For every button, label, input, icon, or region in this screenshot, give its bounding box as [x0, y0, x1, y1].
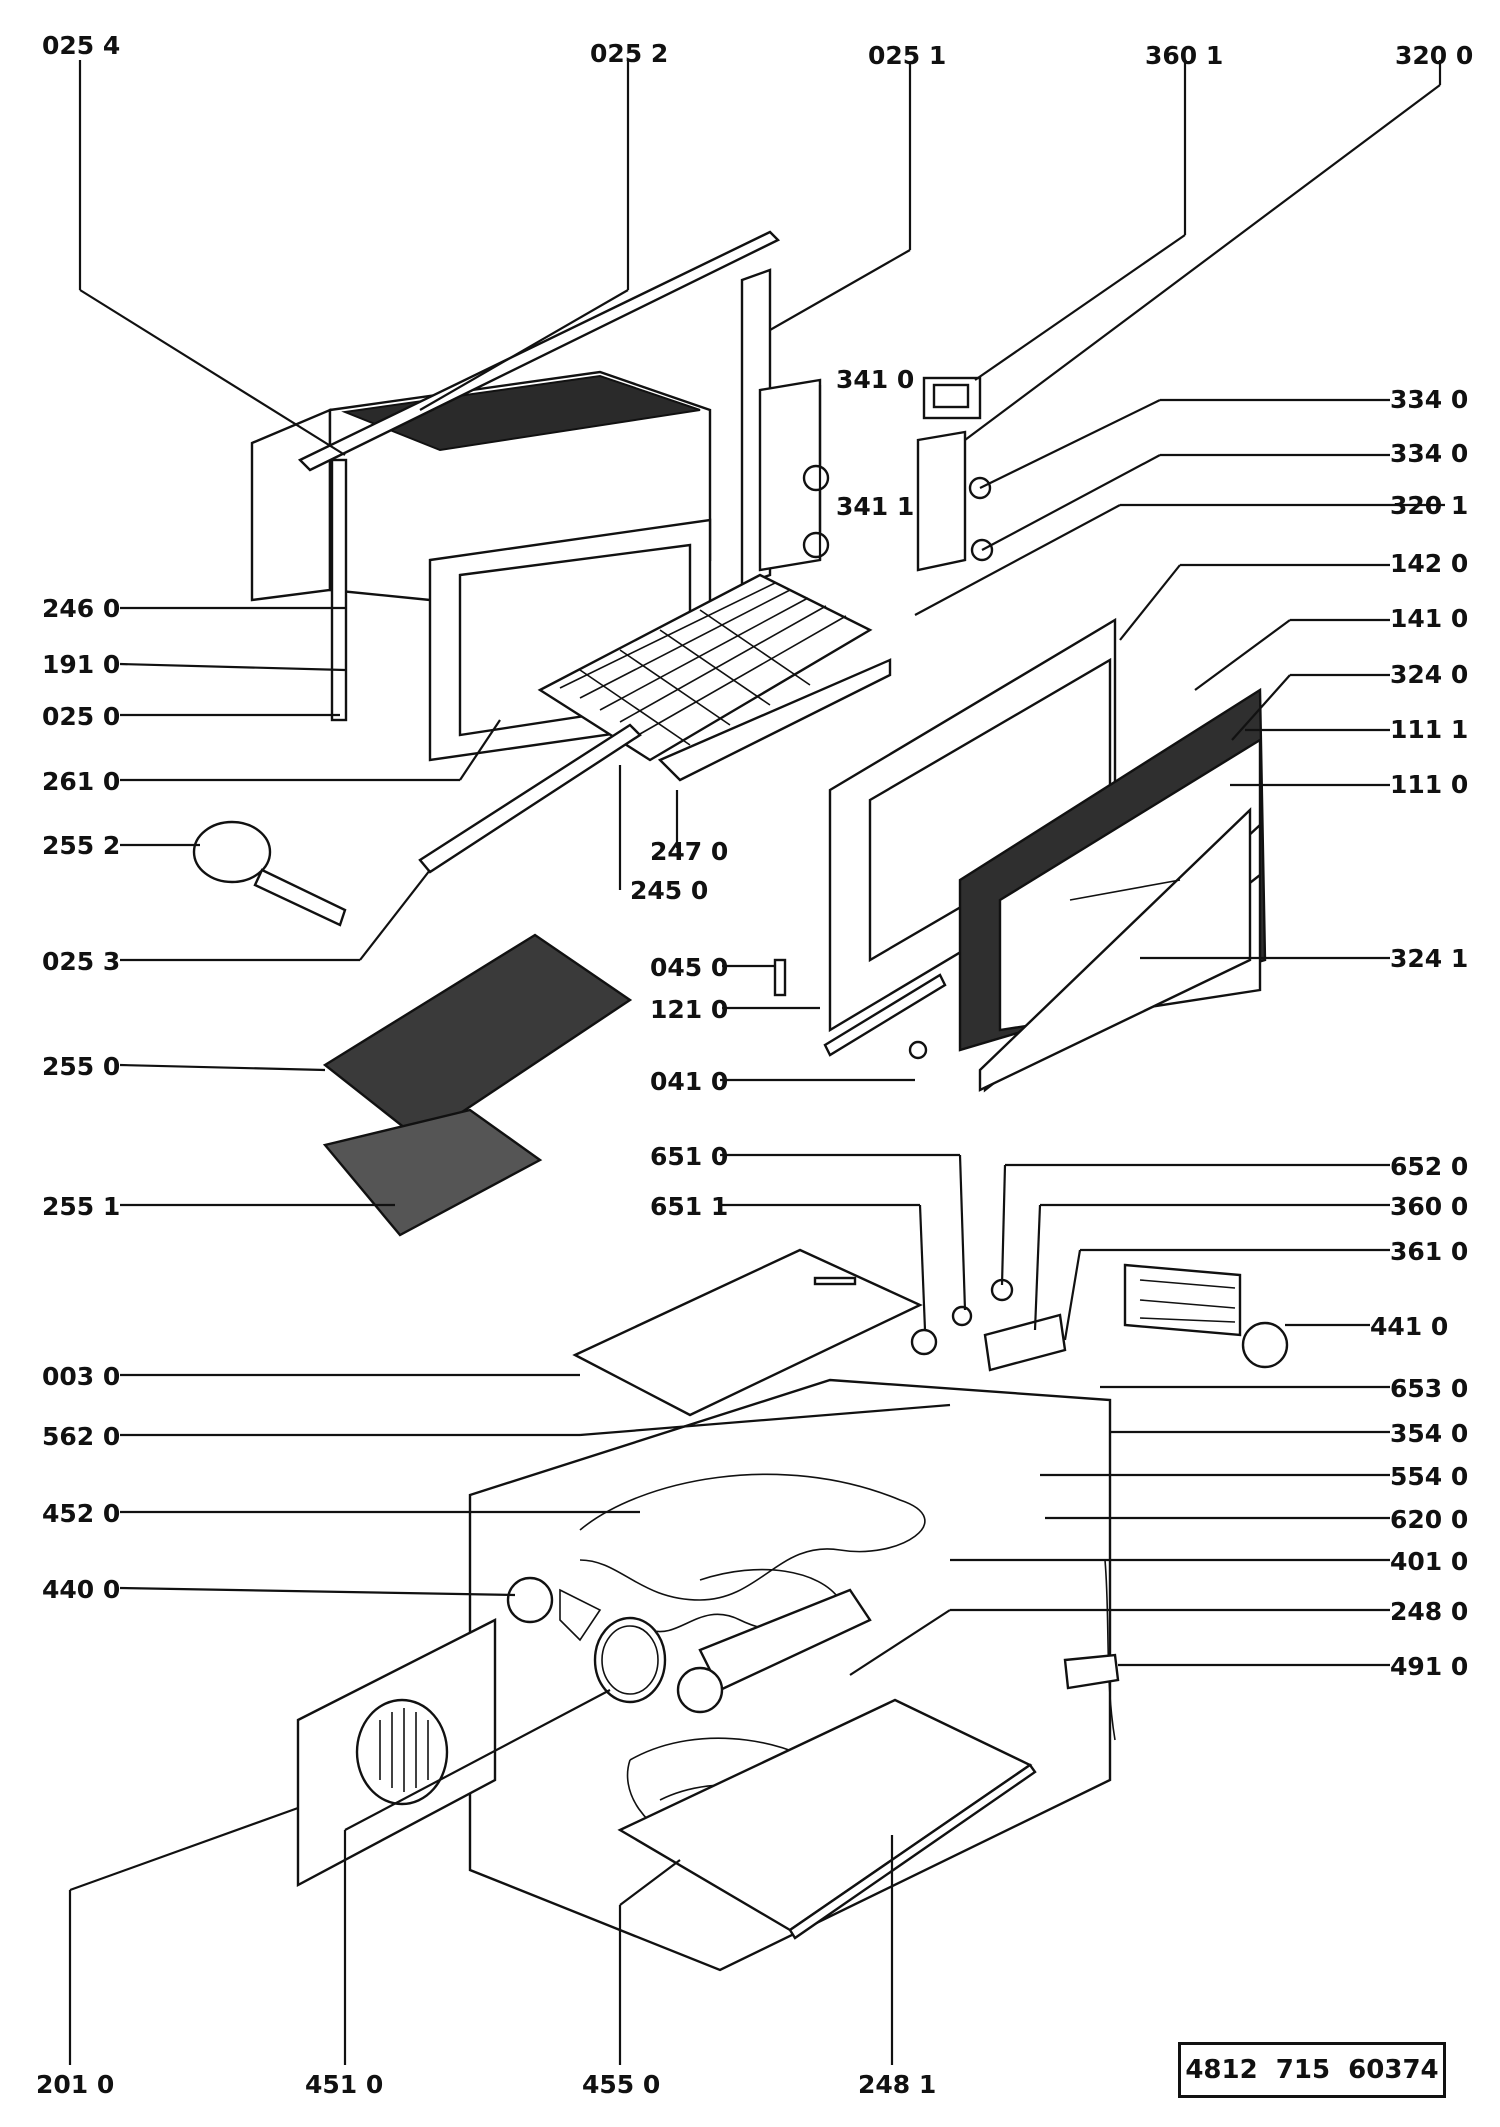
label-324-1: 324 1 [1390, 944, 1468, 973]
label-451-0: 451 0 [305, 2070, 383, 2099]
reference-number-box: 4812 715 60374 [1178, 2042, 1446, 2098]
label-441-0: 441 0 [1370, 1312, 1448, 1341]
top-trim-strip [297, 230, 781, 472]
label-247-0: 247 0 [650, 837, 728, 866]
label-045-0: 045 0 [650, 953, 728, 982]
label-246-0: 246 0 [42, 594, 120, 623]
label-455-0: 455 0 [582, 2070, 660, 2099]
label-440-0: 440 0 [42, 1575, 120, 1604]
label-334-0-b: 334 0 [1390, 439, 1468, 468]
label-620-0: 620 0 [1390, 1505, 1468, 1534]
label-354-0: 354 0 [1390, 1419, 1468, 1448]
label-255-0: 255 0 [42, 1052, 120, 1081]
label-041-0: 041 0 [650, 1067, 728, 1096]
label-341-0: 341 0 [836, 365, 914, 394]
label-255-1: 255 1 [42, 1192, 120, 1221]
label-111-0: 111 0 [1390, 770, 1468, 799]
top-cover-plate [572, 1248, 923, 1417]
label-401-0: 401 0 [1390, 1547, 1468, 1576]
part-number-labels: 025 4 025 2 025 1 360 1 320 0 341 0 341 … [36, 31, 1473, 2099]
label-361-0: 361 0 [1390, 1237, 1468, 1266]
label-025-4: 025 4 [42, 31, 120, 60]
side-rail-strip [740, 268, 822, 587]
oven-door [828, 617, 1267, 1093]
pizza-peel [192, 820, 347, 927]
label-554-0: 554 0 [1390, 1462, 1468, 1491]
label-334-0-a: 334 0 [1390, 385, 1468, 414]
label-191-0: 191 0 [42, 650, 120, 679]
oven-cavity [250, 370, 712, 762]
label-142-0: 142 0 [1390, 549, 1468, 578]
label-651-1: 651 1 [650, 1192, 728, 1221]
label-261-0: 261 0 [42, 767, 120, 796]
label-141-0: 141 0 [1390, 604, 1468, 633]
label-025-0: 025 0 [42, 702, 120, 731]
reference-number: 4812 715 60374 [1185, 2055, 1439, 2085]
label-653-0: 653 0 [1390, 1374, 1468, 1403]
label-652-0: 652 0 [1390, 1152, 1468, 1181]
label-491-0: 491 0 [1390, 1652, 1468, 1681]
pizza-stone [322, 933, 633, 1237]
label-248-1: 248 1 [858, 2070, 936, 2099]
label-121-0: 121 0 [650, 995, 728, 1024]
label-025-2: 025 2 [590, 39, 668, 68]
control-panel-parts [802, 376, 994, 572]
label-562-0: 562 0 [42, 1422, 120, 1451]
fan-and-element [506, 1576, 872, 1714]
label-248-0: 248 0 [1390, 1597, 1468, 1626]
label-320-1: 320 1 [1390, 491, 1468, 520]
label-245-0: 245 0 [630, 876, 708, 905]
label-360-0: 360 0 [1390, 1192, 1468, 1221]
label-003-0: 003 0 [42, 1362, 120, 1391]
power-cord [1063, 1559, 1120, 1741]
bottom-tray [617, 1698, 1037, 1940]
label-025-1: 025 1 [868, 41, 946, 70]
drip-tray [657, 658, 892, 782]
label-651-0: 651 0 [650, 1142, 728, 1171]
label-255-2: 255 2 [42, 831, 120, 860]
label-360-1: 360 1 [1145, 41, 1223, 70]
label-324-0: 324 0 [1390, 660, 1468, 689]
shelf-guide-strip [418, 723, 642, 874]
door-hinge-parts [773, 958, 947, 1060]
label-320-0: 320 0 [1395, 41, 1473, 70]
label-201-0: 201 0 [36, 2070, 114, 2099]
label-341-1: 341 1 [836, 492, 914, 521]
label-111-1: 111 1 [1390, 715, 1468, 744]
label-025-3: 025 3 [42, 947, 120, 976]
leader-lines [68, 60, 1445, 2065]
rear-panel [296, 1618, 497, 1887]
label-452-0: 452 0 [42, 1499, 120, 1528]
